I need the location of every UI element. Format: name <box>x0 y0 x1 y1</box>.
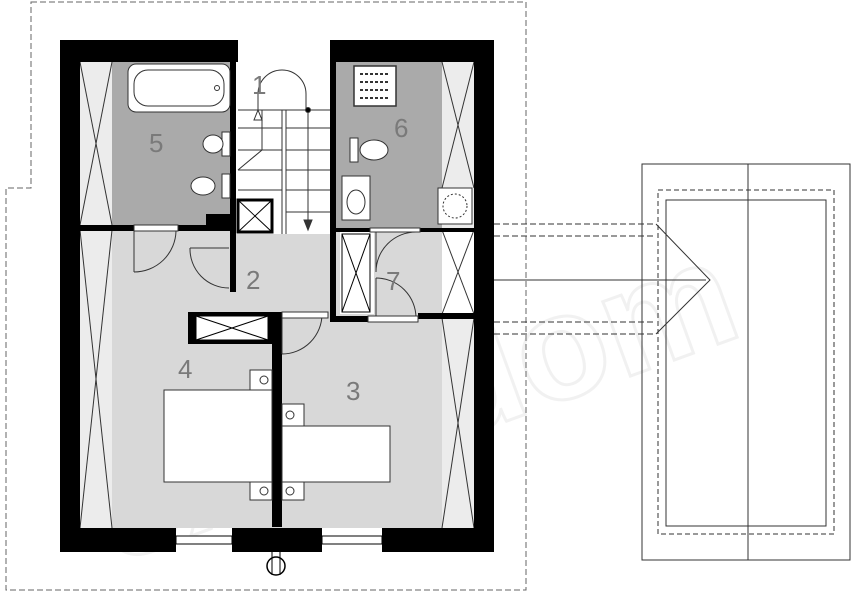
room-number-3: 3 <box>346 376 360 406</box>
staircase <box>237 69 330 234</box>
shaft-boxes <box>195 198 371 341</box>
room-number-1: 1 <box>252 70 266 100</box>
room-number-2: 2 <box>246 265 260 295</box>
room-number-7: 7 <box>386 266 400 296</box>
room-number-4: 4 <box>178 354 192 384</box>
room-number-5: 5 <box>149 128 163 158</box>
bathroom-5-fixtures <box>190 131 231 199</box>
door-swings <box>133 230 417 355</box>
window-zone-left <box>80 60 112 528</box>
window-zone-crosses <box>79 61 475 529</box>
external-vent <box>266 552 286 576</box>
connector-beams <box>494 223 711 335</box>
carport-roof <box>641 163 851 561</box>
door-leaves <box>133 224 421 323</box>
bathroom-6-fixtures <box>341 65 473 225</box>
roof-outline-dashed <box>5 1 527 591</box>
room-number-6: 6 <box>394 113 408 143</box>
outer-walls <box>60 40 494 552</box>
south-windows <box>175 535 383 545</box>
beds <box>163 369 391 501</box>
bathtub <box>127 63 231 113</box>
